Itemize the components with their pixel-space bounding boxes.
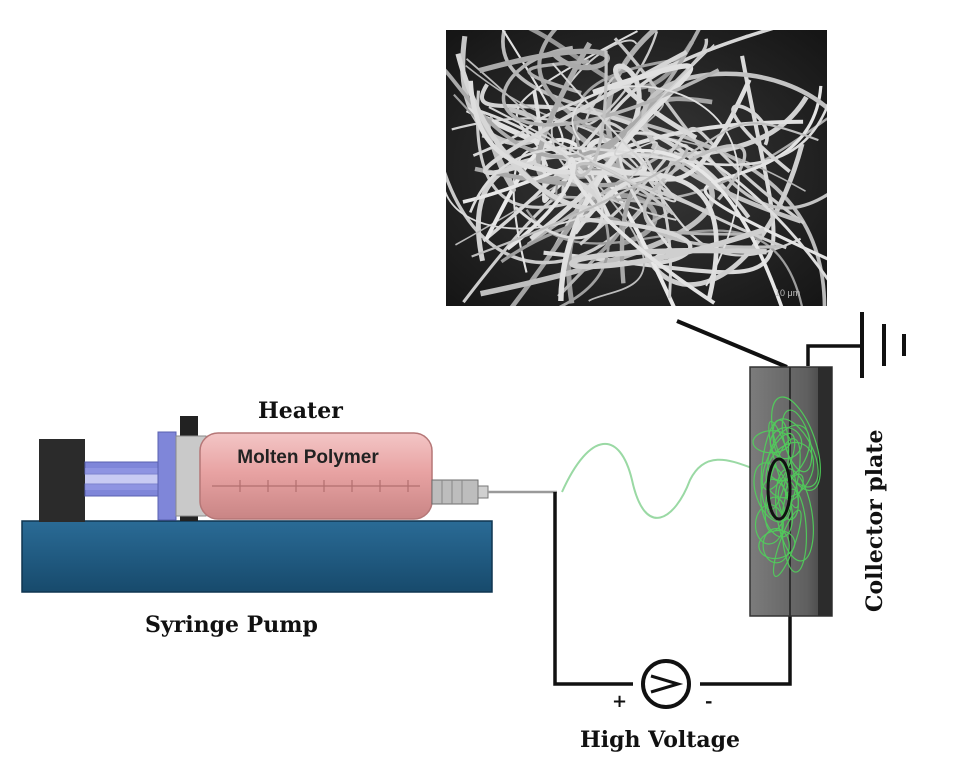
heater-label: Heater [258,398,343,424]
voltmeter-icon [641,659,691,709]
plus-sign: + [612,691,627,712]
syringe-barrel: Molten Polymer [199,432,433,520]
sem-fiber [462,148,784,306]
sem-fiber [731,104,791,173]
sem-fiber [471,122,819,258]
deposited-fiber [772,509,802,578]
syringe-pump-label: Syringe Pump [145,612,318,638]
sem-fiber [501,45,720,127]
sem-fiber [455,53,603,211]
high-voltage-source: + - High Voltage [580,659,740,753]
deposited-fiber [769,426,803,460]
minus-sign: - [705,691,712,712]
sem-fiber [446,185,617,230]
pointer-line [676,319,788,369]
polymer-jet [561,442,753,519]
sem-fiber [506,156,716,305]
sem-scale-label: 10 μm [775,288,800,298]
deposition-spot [766,457,792,521]
sem-fibers [446,30,827,306]
sem-fiber [484,137,676,306]
voltage-arrow-icon [650,674,684,694]
sem-fiber [558,63,694,302]
plunger [84,431,179,521]
sem-fiber [465,64,806,192]
sem-fiber [569,227,767,270]
sem-micrograph: 10 μm [446,30,827,306]
collector-plate [749,366,833,617]
barrel-graduations [212,480,420,492]
deposited-fiber [767,424,811,482]
sem-fiber [579,126,806,246]
sem-fiber [528,30,695,90]
circuit-wires [553,344,862,686]
sem-fiber [500,216,623,264]
high-voltage-label: High Voltage [580,727,740,753]
sem-fiber [532,90,804,203]
sem-fiber [614,44,715,182]
pump-block [39,439,85,522]
deposited-fiber [762,528,790,564]
sem-fiber [571,85,740,287]
sem-fiber [482,50,688,176]
needle [431,479,557,505]
deposited-fiber [781,488,808,573]
syringe-pump [21,439,493,593]
pump-base [21,520,493,593]
sem-fiber [643,144,781,249]
sem-fiber [546,195,762,236]
deposited-fiber [758,529,796,560]
molten-polymer-label: Molten Polymer [237,447,379,468]
sem-fiber [641,71,827,224]
sem-fiber [488,62,677,203]
ground-icon [860,312,906,378]
collector-plate-label: Collector plate [862,429,888,612]
sem-fiber [703,85,827,261]
